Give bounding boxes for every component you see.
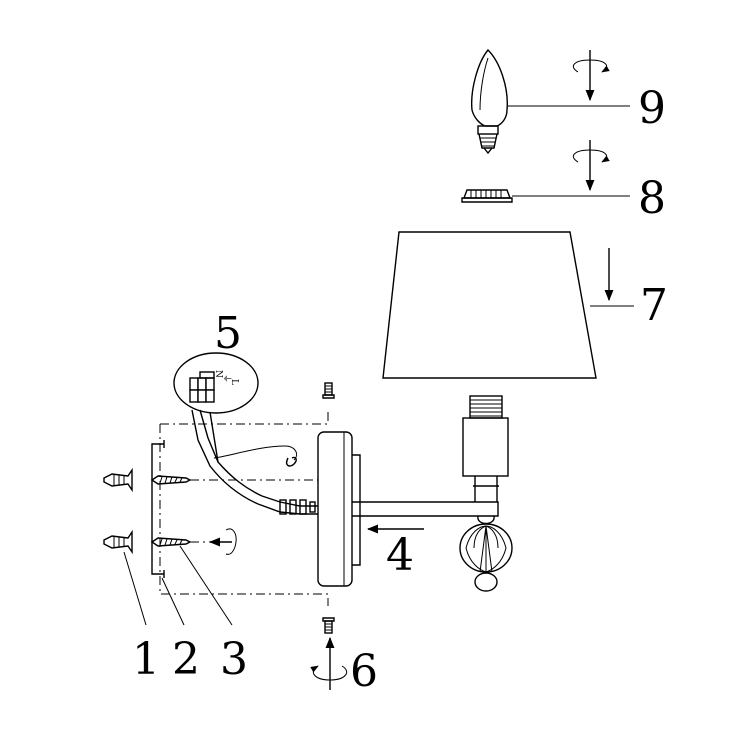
terminal-block-plate: N ⏚ L <box>173 352 259 414</box>
rotate-arrow-9-icon <box>572 50 610 102</box>
mounting-bracket <box>151 440 165 578</box>
arm <box>352 501 499 525</box>
screw-bottom <box>322 617 335 634</box>
part-number-8: 8 <box>638 173 666 224</box>
screw-upper <box>150 475 192 485</box>
ring-nut <box>461 189 513 203</box>
part-number-9: 9 <box>638 83 666 134</box>
rotate-arrow-6-icon <box>310 636 348 690</box>
ball-finial <box>459 523 513 592</box>
lamp-shade <box>382 231 597 379</box>
part-number-6: 6 <box>350 646 378 697</box>
part-number-5: 5 <box>214 308 242 359</box>
rotate-arrow-3-icon <box>208 528 237 555</box>
rotate-arrow-8-icon <box>572 140 610 192</box>
lamp-holder <box>462 395 509 502</box>
leader-1 <box>123 551 147 626</box>
wall-plug-upper <box>103 467 133 493</box>
leader-2 <box>161 577 185 626</box>
wall-canopy <box>317 431 361 587</box>
leader-3 <box>179 545 233 626</box>
part-number-4: 4 <box>386 530 414 581</box>
cable-with-strain-relief <box>191 409 318 515</box>
terminal-mark-n: N <box>213 370 223 378</box>
terminal-mark-l: L <box>229 379 239 385</box>
wall-plug-lower <box>103 529 133 555</box>
bulb <box>470 48 508 155</box>
part-number-7: 7 <box>640 280 668 331</box>
part-number-1: 1 <box>132 634 160 685</box>
alignment-lines <box>159 412 329 606</box>
screw-lower <box>150 537 192 547</box>
part-number-2: 2 <box>172 634 200 685</box>
terminal-mark-earth: ⏚ <box>221 374 232 383</box>
part-number-3: 3 <box>220 634 248 685</box>
screw-top <box>322 382 335 399</box>
